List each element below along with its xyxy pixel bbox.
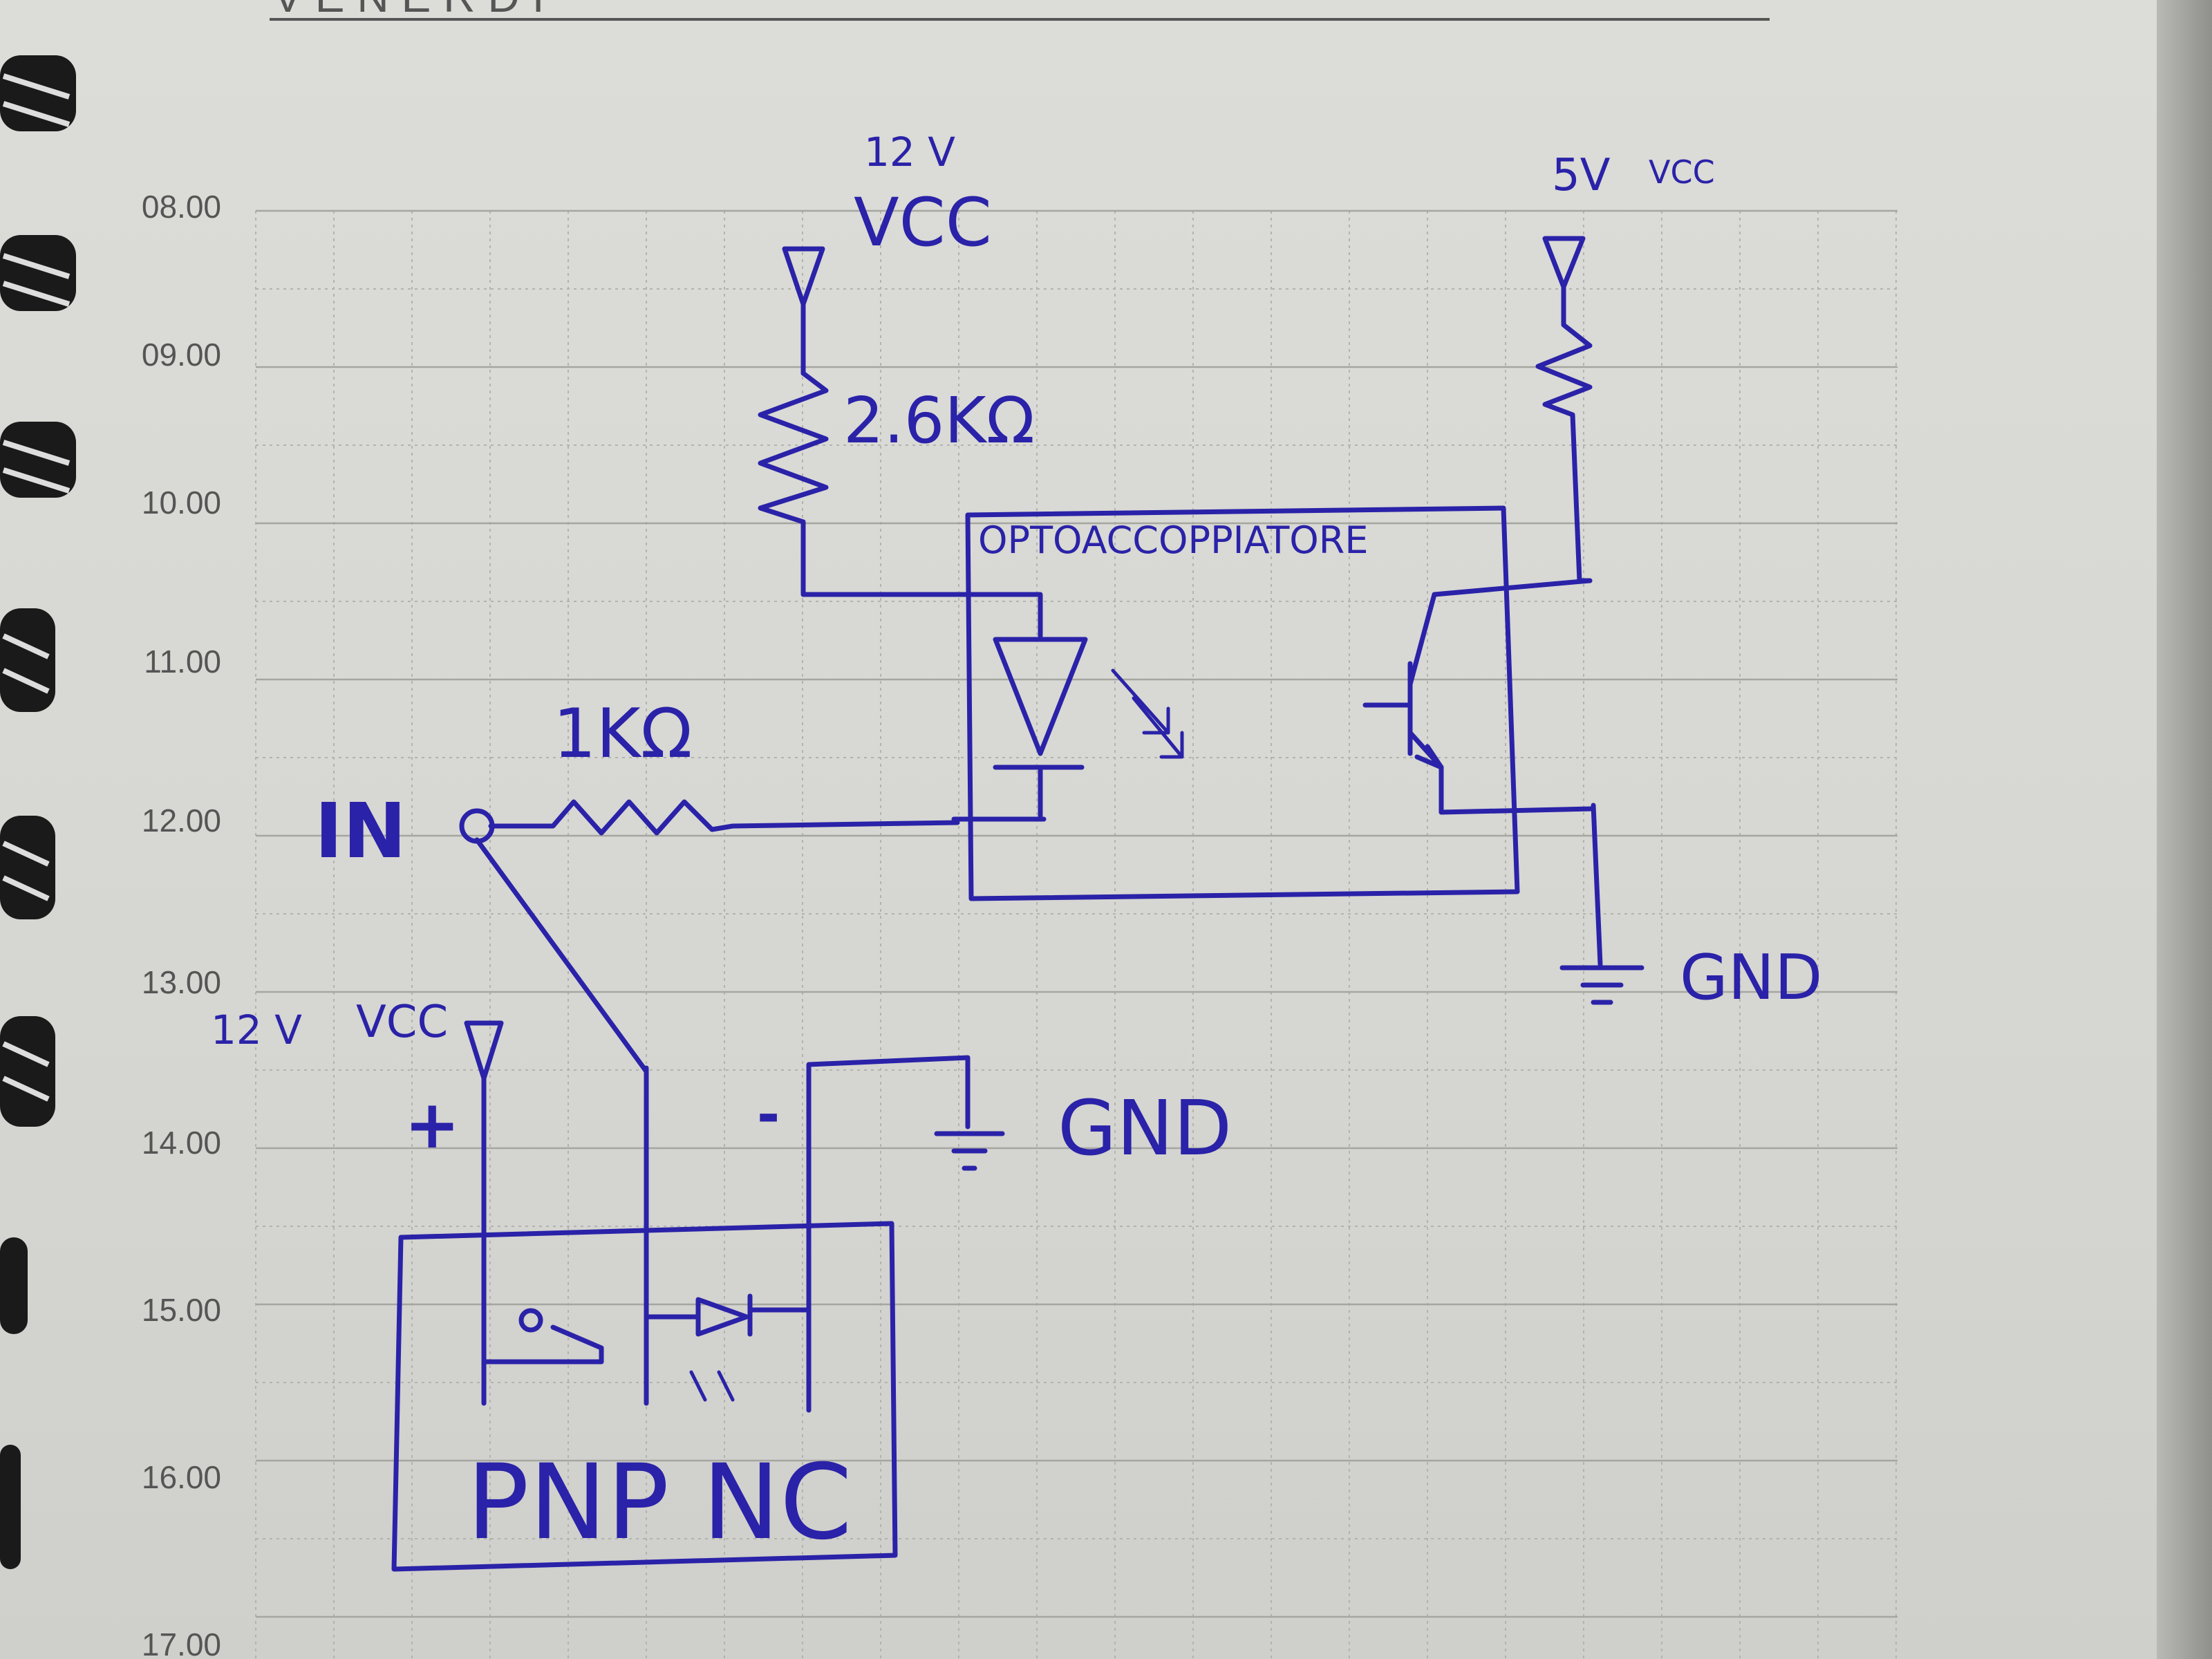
gnd-right-label: GND <box>1680 941 1822 1014</box>
input-node: IN 1KΩ <box>315 695 960 1074</box>
hour-label: 15.00 <box>141 1292 221 1328</box>
optocoupler: OPTOACCOPPIATORE <box>951 505 1596 901</box>
vcc-top-arrow <box>782 246 825 307</box>
hour-label: 09.00 <box>141 337 221 373</box>
transistor-emitter <box>1407 730 1596 815</box>
header-day: VENERDI <box>273 0 557 22</box>
light-arrow <box>1132 696 1184 759</box>
sensor-type-label: PNP NC <box>467 1443 852 1563</box>
vcc-12v-top: 12 V VCC <box>782 129 992 376</box>
resistor-2-6k: 2.6KΩ <box>758 371 1035 597</box>
header-rule <box>270 18 1770 21</box>
sensor-vcc-voltage-label: 12 V <box>211 1006 302 1053</box>
sensor-vcc-arrow <box>464 1020 504 1081</box>
sensor-box <box>391 1221 898 1572</box>
resistor-input-label: 1KΩ <box>553 695 693 774</box>
vcc-right-arrow <box>1542 236 1586 290</box>
sensor-minus-label: - <box>757 1082 780 1147</box>
vcc-right-name-label: VCC <box>1649 153 1715 191</box>
gnd-sensor-label: GND <box>1058 1084 1232 1172</box>
led-triangle <box>993 637 1088 756</box>
sensor-vcc-name-label: VCC <box>356 997 448 1048</box>
page-edge <box>2157 0 2212 1659</box>
resistor-top-label: 2.6KΩ <box>843 384 1035 458</box>
light-arrow <box>1111 668 1170 735</box>
hour-label: 16.00 <box>141 1459 221 1495</box>
diode-light-marks <box>689 1370 735 1402</box>
vcc-top-name-label: VCC <box>854 184 992 261</box>
hour-label: 10.00 <box>141 485 221 521</box>
resistor-pullup <box>1535 284 1593 583</box>
vcc-right-voltage-label: 5V <box>1552 150 1611 201</box>
vcc-top-voltage-label: 12 V <box>864 129 955 176</box>
transistor-collector <box>1407 578 1593 687</box>
hour-label: 08.00 <box>141 189 221 225</box>
hour-label: 12.00 <box>141 803 221 838</box>
vcc-5v-right: 5V VCC <box>1535 150 1715 583</box>
sensor-diode <box>695 1297 749 1337</box>
hour-label: 17.00 <box>141 1627 221 1659</box>
hour-label: 13.00 <box>141 964 221 1000</box>
hour-label: 14.00 <box>141 1125 221 1161</box>
grid-paper <box>255 209 1897 1659</box>
gnd-right: GND <box>1559 803 1822 1014</box>
spiral-binding <box>0 55 76 1569</box>
optocoupler-label: OPTOACCOPPIATORE <box>978 518 1368 562</box>
hour-label: 11.00 <box>144 644 221 679</box>
pnp-nc-sensor: 12 V VCC + - GND PNP NC <box>211 997 1232 1572</box>
sensor-plus-label: + <box>404 1086 460 1163</box>
resistor-1k <box>488 799 960 836</box>
input-label: IN <box>315 787 406 875</box>
